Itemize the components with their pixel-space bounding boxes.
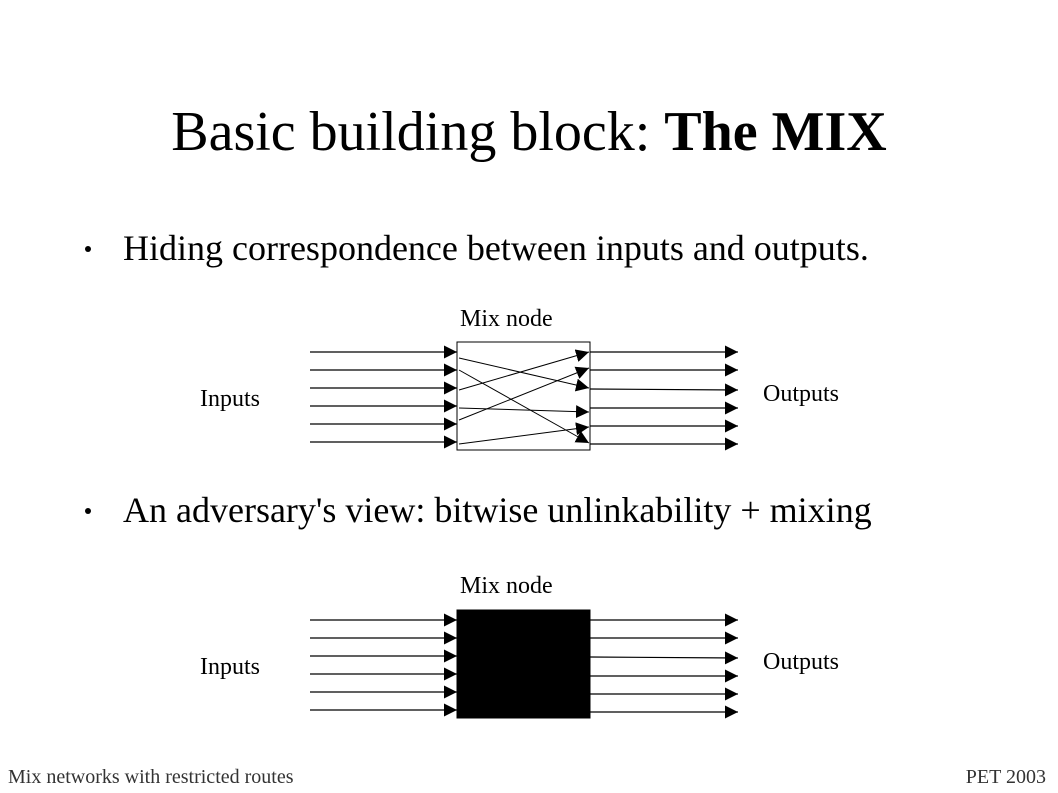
mixing-arrows [458,349,590,445]
title-bold: The MIX [664,101,887,163]
mix-diagram-black [310,609,739,719]
mix-node-box [456,341,591,451]
bullet-dot-icon [85,246,91,252]
outputs-label-2: Outputs [763,649,840,675]
slide-title: Basic building block: The MIX [0,100,1058,164]
footer-left: Mix networks with restricted routes [8,766,294,788]
input-arrows [310,345,457,449]
mix-node-box-black [456,609,591,719]
mix-diagram-transparent [310,341,739,451]
output-arrows [589,613,739,719]
inputs-label-2: Inputs [200,654,260,680]
footer-right: PET 2003 [965,766,1046,788]
mixing-arrow [458,405,590,419]
input-arrows [310,613,457,717]
output-arrow [589,651,739,665]
output-arrow [589,383,739,397]
bullet-text-2: An adversary's view: bitwise unlinkabili… [123,490,872,530]
outputs-label-1: Outputs [763,381,840,407]
mixing-arrow [458,357,590,392]
mixing-arrow [458,349,590,391]
mix-node-label-1: Mix node [460,306,553,332]
mixing-arrow [458,422,590,445]
output-arrows [589,345,739,451]
inputs-label-1: Inputs [200,386,260,412]
bullet-text-1: Hiding correspondence between inputs and… [123,228,869,268]
mixing-arrow [458,369,590,444]
bullet-dot-icon [85,508,91,514]
mix-node-label-2: Mix node [460,573,553,599]
title-normal: Basic building block: [171,101,665,163]
mixing-arrow [458,366,590,421]
